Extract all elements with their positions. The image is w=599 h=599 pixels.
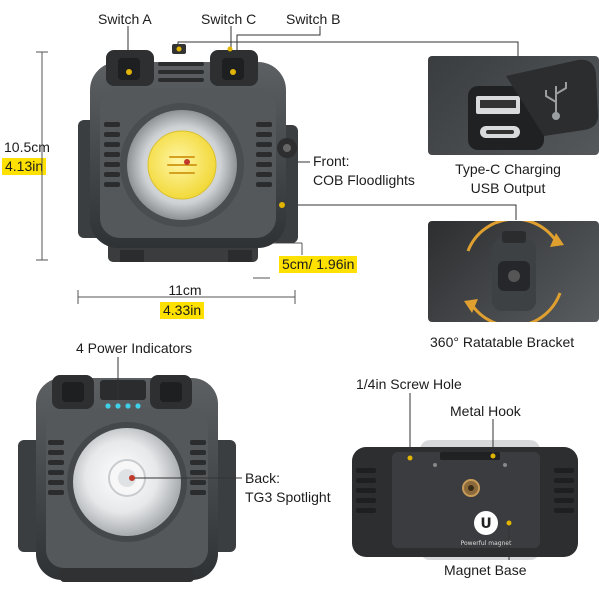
back-view-lamp	[18, 375, 236, 582]
switch-a-label: Switch A	[98, 11, 152, 27]
magnet-logo-letter: U	[480, 516, 491, 532]
leader-lines-bottom-left	[117, 357, 242, 479]
front-label-line1: Front:	[313, 153, 350, 169]
leader-lines-bottom-right	[409, 393, 510, 560]
width-cm-label: 11cm	[168, 282, 202, 298]
charging-port-drawing	[468, 59, 598, 150]
width-in-label: 4.33in	[160, 302, 205, 319]
bracket-inset	[428, 221, 599, 322]
magnet-base-view: U Powerful magnet	[352, 440, 578, 560]
back-label-line1: Back:	[245, 470, 281, 486]
switch-b-label: Switch B	[286, 11, 341, 27]
bracket-label: 360° Ratatable Bracket	[430, 334, 575, 350]
front-label-line2: COB Floodlights	[313, 172, 415, 188]
depth-label: 5cm/ 1.96in	[279, 256, 358, 273]
charging-label-line1: Type-C Charging	[455, 161, 561, 177]
power-indicators-label: 4 Power Indicators	[76, 340, 192, 356]
dimension-lines	[36, 51, 303, 304]
charging-label-line2: USB Output	[470, 180, 546, 196]
rotate-arrows-icon	[466, 221, 562, 322]
magnet-logo-text: Powerful magnet	[461, 540, 512, 547]
back-label-line2: TG3 Spotlight	[245, 489, 331, 505]
bracket-drawing	[464, 221, 564, 322]
height-cm-label: 10.5cm	[4, 139, 50, 155]
switch-c-label: Switch C	[201, 11, 257, 27]
front-view-lamp	[78, 44, 298, 262]
height-in-label: 4.13in	[2, 158, 47, 175]
power-indicator-leds	[105, 403, 141, 409]
screw-hole-label: 1/4in Screw Hole	[356, 376, 462, 392]
charging-port-inset	[428, 56, 599, 155]
magnet-base-label: Magnet Base	[444, 562, 527, 578]
metal-hook-label: Metal Hook	[450, 403, 521, 419]
usb-symbol-icon	[545, 82, 567, 120]
